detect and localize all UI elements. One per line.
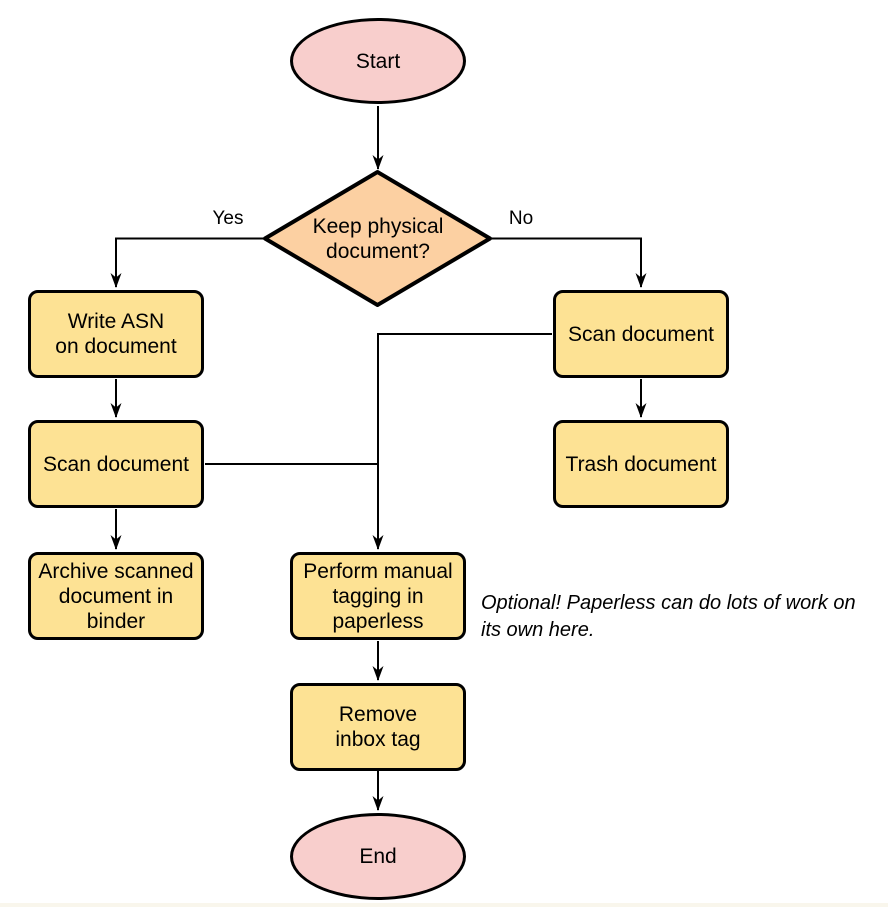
end-node: End [290, 813, 466, 900]
edge-label-no: No [508, 208, 534, 229]
edge-scan-right-to-tagging [372, 333, 552, 550]
decision-node-label: Keep physical document? [272, 205, 484, 272]
start-node-label: Start [355, 49, 401, 73]
edge-decision-no-to-scan-right [489, 237, 647, 288]
decision-node-text: Keep physical document? [312, 214, 444, 263]
remove-inbox-tag-node-label: Remove inbox tag [335, 703, 421, 751]
scan-document-right-node-label: Scan document [568, 322, 714, 346]
scan-document-left-node-label: Scan document [43, 452, 189, 476]
manual-tagging-node-label: Perform manual tagging in paperless [303, 559, 453, 633]
end-node-label: End [359, 845, 397, 868]
archive-document-node-label: Archive scanned document in binder [38, 559, 194, 633]
trash-document-node-label: Trash document [565, 452, 717, 476]
archive-document-node: Archive scanned document in binder [28, 552, 204, 640]
write-asn-node: Write ASN on document [28, 290, 204, 378]
edge-label-yes: Yes [212, 208, 244, 229]
scan-document-right-node: Scan document [553, 290, 729, 378]
manual-tagging-node: Perform manual tagging in paperless [290, 552, 466, 640]
edge-decision-yes-to-write-asn [110, 237, 266, 288]
remove-inbox-tag-node: Remove inbox tag [290, 683, 466, 771]
decision-node-shape [263, 170, 492, 307]
write-asn-node-label: Write ASN on document [55, 310, 177, 358]
start-node: Start [290, 18, 466, 104]
scan-document-left-node: Scan document [28, 420, 204, 508]
footer-strip [0, 903, 888, 907]
trash-document-node: Trash document [553, 420, 729, 508]
optional-note: Optional! Paperless can do lots of work … [481, 592, 856, 641]
